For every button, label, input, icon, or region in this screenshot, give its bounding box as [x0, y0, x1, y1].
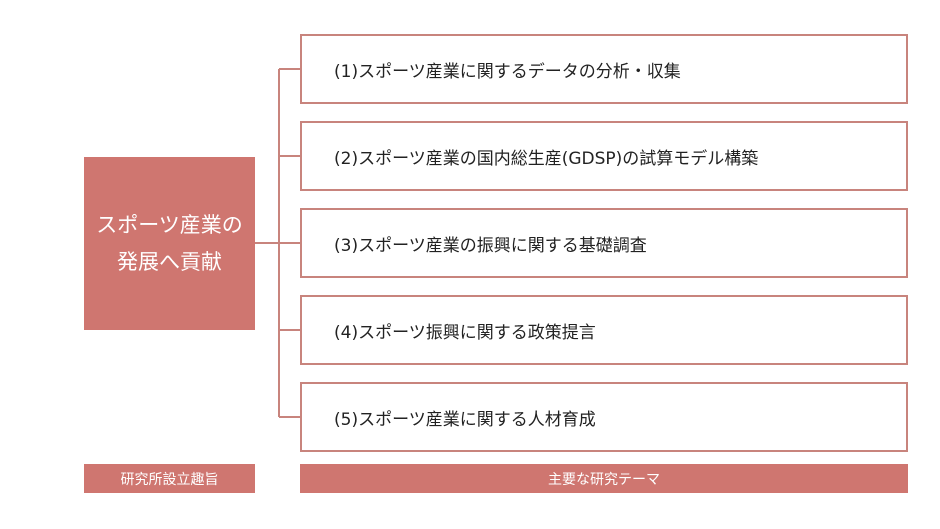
theme-box-2: (2)スポーツ産業の国内総生産(GDSP)の試算モデル構築: [300, 121, 908, 191]
founding-purpose-line-2: 発展へ貢献: [117, 249, 222, 274]
footer-right-text: 主要な研究テーマ: [548, 471, 660, 488]
founding-purpose-line-1: スポーツ産業の: [96, 212, 243, 237]
footer-left-text: 研究所設立趣旨: [120, 471, 219, 488]
theme-box-3: (3)スポーツ産業の振興に関する基礎調査: [300, 208, 908, 278]
theme-box-1: (1)スポーツ産業に関するデータの分析・収集: [300, 34, 908, 104]
theme-label-1: (1)スポーツ産業に関するデータの分析・収集: [334, 61, 681, 82]
theme-box-5: (5)スポーツ産業に関する人材育成: [300, 382, 908, 452]
footer-research-themes-label: 主要な研究テーマ: [300, 464, 908, 493]
footer-founding-purpose-label: 研究所設立趣旨: [84, 464, 255, 493]
theme-box-4: (4)スポーツ振興に関する政策提言: [300, 295, 908, 365]
theme-label-4: (4)スポーツ振興に関する政策提言: [334, 322, 596, 343]
theme-label-3: (3)スポーツ産業の振興に関する基礎調査: [334, 235, 647, 256]
theme-label-5: (5)スポーツ産業に関する人材育成: [334, 409, 596, 430]
theme-label-2: (2)スポーツ産業の国内総生産(GDSP)の試算モデル構築: [334, 148, 759, 169]
founding-purpose-box: スポーツ産業の 発展へ貢献: [84, 157, 255, 330]
